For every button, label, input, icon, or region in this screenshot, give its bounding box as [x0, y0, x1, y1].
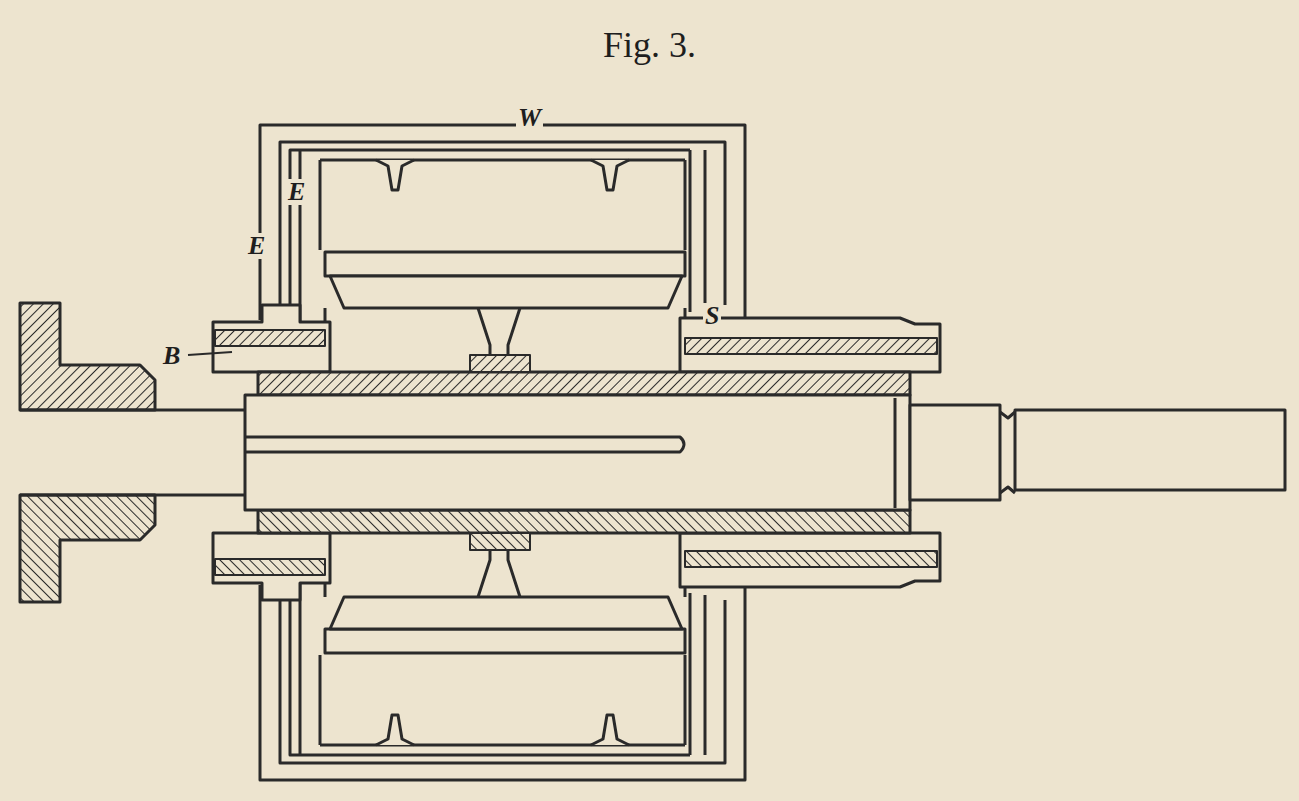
- figure-title: Fig. 3.: [603, 27, 696, 63]
- part-label: S: [703, 303, 721, 329]
- part-label: W: [516, 105, 543, 131]
- part-label: E: [286, 179, 307, 205]
- part-label: B: [161, 343, 182, 369]
- part-label: E: [246, 233, 267, 259]
- upper-half: [20, 125, 940, 410]
